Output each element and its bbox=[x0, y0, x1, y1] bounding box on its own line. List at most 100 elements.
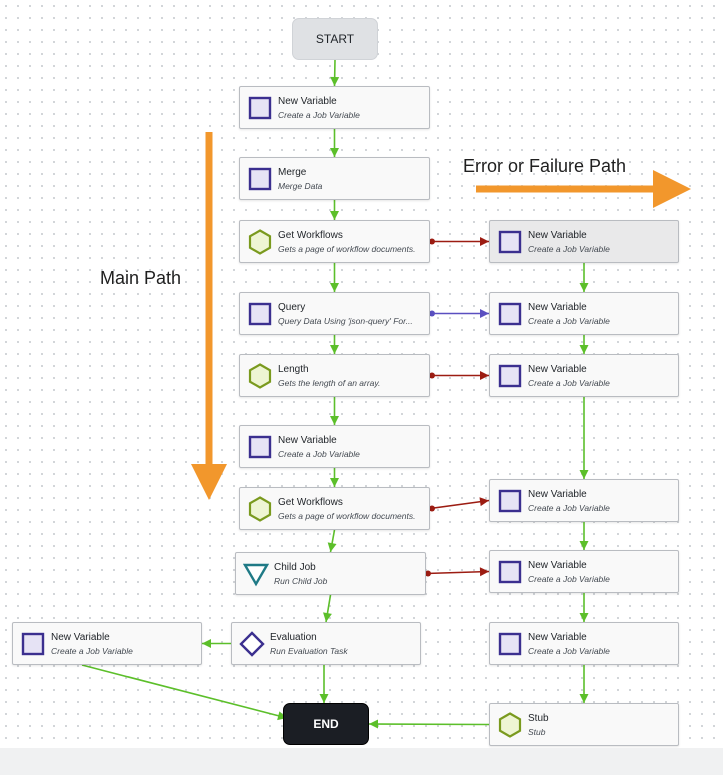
node-title: Child Job bbox=[274, 562, 316, 573]
connector-arrowhead bbox=[480, 309, 489, 318]
hexagon-icon bbox=[497, 712, 523, 738]
square-icon bbox=[497, 229, 523, 255]
node-title: Get Workflows bbox=[278, 230, 343, 241]
connector-arrowhead bbox=[319, 694, 329, 703]
connector-line[interactable] bbox=[425, 570, 490, 575]
node-subtitle: Create a Job Variable bbox=[528, 244, 610, 254]
node-subtitle: Gets a page of workflow documents. bbox=[278, 244, 416, 254]
node-title: Evaluation bbox=[270, 632, 317, 643]
square-icon bbox=[20, 631, 46, 657]
node-title: New Variable bbox=[528, 302, 587, 313]
hexagon-icon bbox=[247, 363, 273, 389]
connector-arrowhead bbox=[202, 639, 211, 648]
connector-arrowhead bbox=[479, 497, 489, 507]
error-path-arrowhead bbox=[653, 170, 691, 208]
node-subtitle: Create a Job Variable bbox=[278, 110, 360, 120]
node-title: Length bbox=[278, 364, 309, 375]
start-node[interactable]: START bbox=[292, 18, 378, 60]
square-icon bbox=[497, 559, 523, 585]
main-path-label: Main Path bbox=[100, 268, 182, 288]
node-title: Merge bbox=[278, 167, 307, 178]
connector-arrowhead bbox=[330, 416, 339, 425]
connector-arrowhead bbox=[330, 148, 339, 157]
main-path-arrowhead bbox=[191, 464, 227, 500]
triangle-icon bbox=[242, 561, 270, 587]
connector-arrowhead bbox=[330, 478, 339, 487]
node-subtitle: Create a Job Variable bbox=[528, 646, 610, 656]
hexagon-icon bbox=[247, 496, 273, 522]
end-node[interactable]: END bbox=[283, 703, 369, 745]
connector-arrowhead bbox=[480, 371, 489, 380]
connector-arrowhead bbox=[330, 211, 339, 220]
node-subtitle: Create a Job Variable bbox=[528, 503, 610, 513]
connector-origin-dot bbox=[429, 310, 435, 317]
connector-origin-dot bbox=[425, 570, 431, 577]
square-icon bbox=[497, 631, 523, 657]
node-subtitle: Stub bbox=[528, 727, 546, 737]
node-title: Query bbox=[278, 302, 306, 313]
node-title: Get Workflows bbox=[278, 497, 343, 508]
connector-arrowhead bbox=[323, 612, 332, 622]
node-title: New Variable bbox=[528, 489, 587, 500]
node-title: New Variable bbox=[51, 632, 110, 643]
error-path-label: Error or Failure Path bbox=[463, 156, 627, 176]
node-title: Stub bbox=[528, 713, 549, 724]
connector-line[interactable] bbox=[368, 723, 490, 726]
end-label: END bbox=[313, 717, 339, 731]
node-subtitle: Gets a page of workflow documents. bbox=[278, 511, 416, 521]
connector-origin-dot bbox=[429, 505, 435, 512]
node-subtitle: Create a Job Variable bbox=[528, 378, 610, 388]
connector-arrowhead bbox=[579, 283, 589, 292]
connector-arrowhead bbox=[579, 541, 589, 550]
connector-line[interactable] bbox=[81, 664, 288, 719]
connector-origin-dot bbox=[429, 238, 435, 245]
node-subtitle: Gets the length of an array. bbox=[278, 378, 381, 388]
node-subtitle: Create a Job Variable bbox=[278, 449, 360, 459]
connector-arrowhead bbox=[579, 613, 589, 622]
canvas-footer bbox=[0, 748, 723, 775]
square-icon bbox=[247, 95, 273, 121]
node-title: New Variable bbox=[528, 632, 587, 643]
connector-origin-dot bbox=[429, 372, 435, 379]
node-subtitle: Query Data Using 'json-query' For... bbox=[278, 316, 413, 326]
connector-line[interactable] bbox=[429, 499, 490, 510]
connector-arrowhead bbox=[479, 567, 489, 577]
connector-arrowhead bbox=[330, 76, 340, 86]
node-title: New Variable bbox=[278, 435, 337, 446]
start-label: START bbox=[315, 32, 355, 46]
node-title: New Variable bbox=[528, 364, 587, 375]
square-icon bbox=[497, 363, 523, 389]
connector-arrowhead bbox=[327, 542, 337, 552]
hexagon-icon bbox=[247, 229, 273, 255]
node-subtitle: Create a Job Variable bbox=[528, 316, 610, 326]
connector-arrowhead bbox=[369, 719, 379, 729]
square-icon bbox=[497, 488, 523, 514]
connector-arrowhead bbox=[330, 283, 339, 292]
square-icon bbox=[247, 434, 273, 460]
square-icon bbox=[247, 301, 273, 327]
connector-arrowhead bbox=[579, 345, 589, 354]
connector-arrowhead bbox=[579, 470, 589, 479]
node-title: New Variable bbox=[528, 230, 587, 241]
node-subtitle: Create a Job Variable bbox=[528, 574, 610, 584]
node-subtitle: Create a Job Variable bbox=[51, 646, 133, 656]
